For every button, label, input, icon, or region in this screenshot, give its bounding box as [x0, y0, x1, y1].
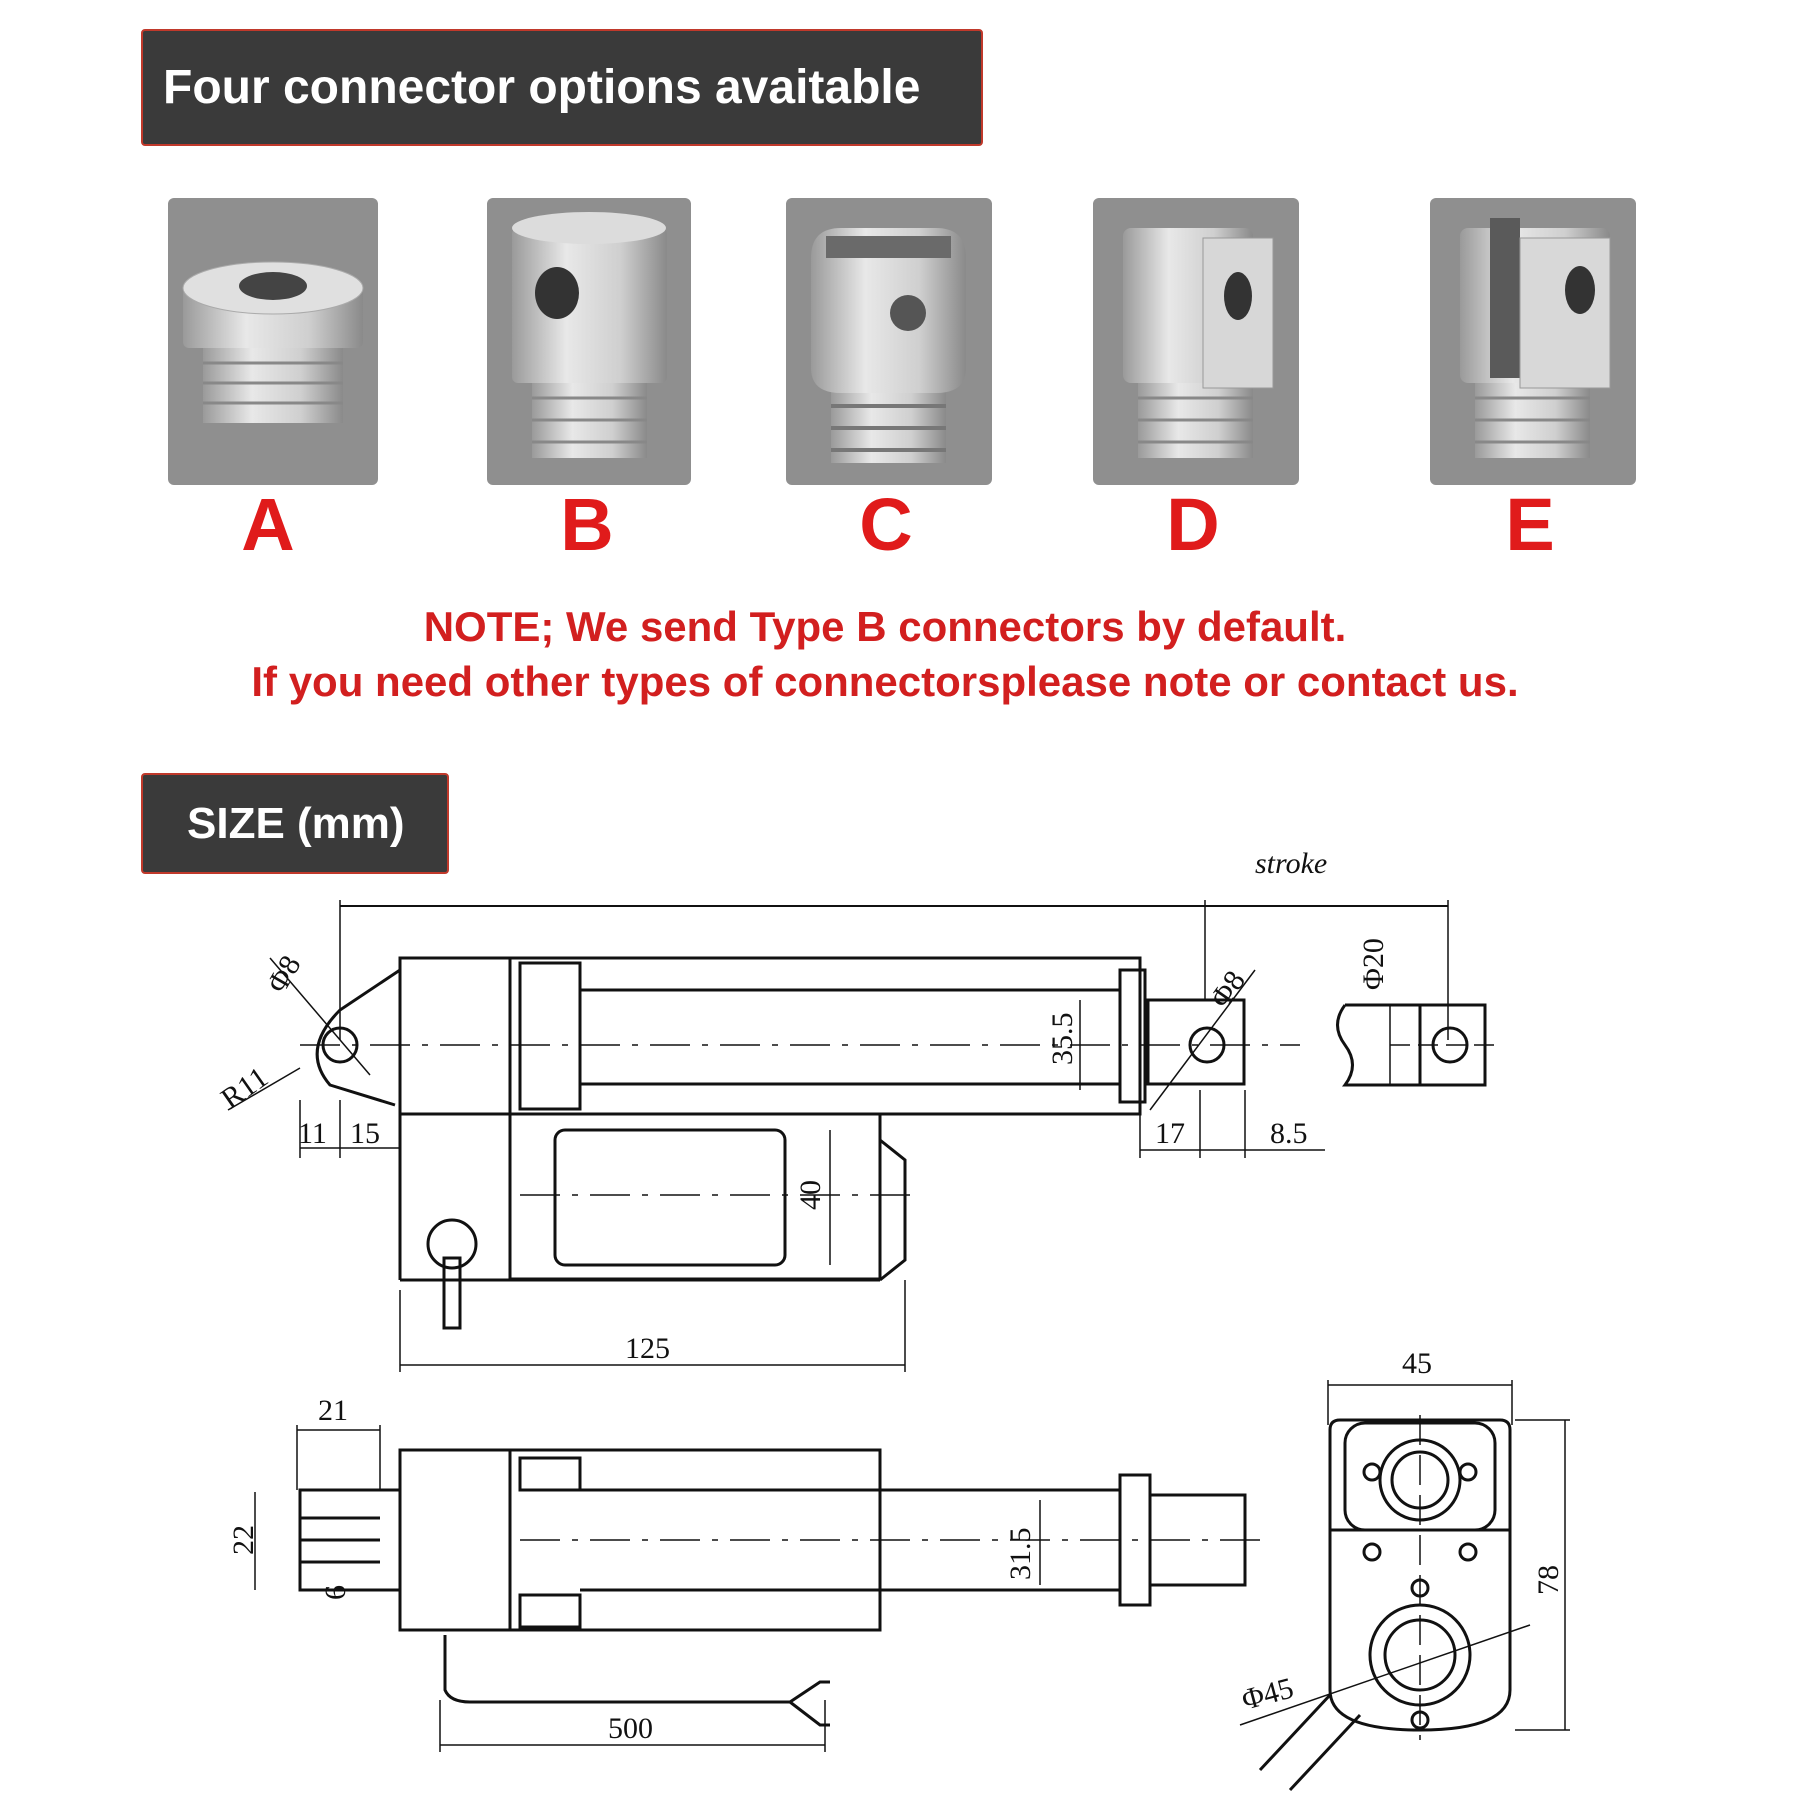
connector-label-c: C — [859, 483, 913, 566]
dim-40: 40 — [794, 1180, 827, 1210]
connector-label-e: E — [1505, 483, 1555, 566]
dim-21: 21 — [318, 1394, 348, 1427]
dimension-drawing: stroke Φ8 R11 11 15 35.5 — [215, 847, 1570, 1792]
connector-tile-a — [168, 198, 378, 485]
dim-500: 500 — [608, 1712, 653, 1745]
connector-label-b: B — [560, 483, 614, 566]
dim-11: 11 — [298, 1117, 327, 1150]
dim-125: 125 — [625, 1332, 670, 1365]
dim-35-5: 35.5 — [1046, 1013, 1079, 1066]
dim-22: 22 — [227, 1525, 260, 1555]
flat-tab-icon — [1123, 228, 1274, 458]
dim-phi45: Φ45 — [1238, 1671, 1297, 1716]
dim-phi8-left: Φ8 — [260, 950, 307, 998]
connector-options-heading: Four connector options avaitable — [141, 29, 983, 146]
clevis-fork-icon — [1460, 218, 1611, 458]
dim-17: 17 — [1155, 1117, 1185, 1150]
size-heading: SIZE (mm) — [141, 773, 449, 874]
connector-tile-d — [1093, 198, 1299, 485]
default-connector-note: NOTE; We send Type B connectors by defau… — [423, 603, 1347, 650]
connector-tile-e — [1430, 198, 1636, 485]
connector-tile-c — [786, 198, 992, 485]
dim-45: 45 — [1402, 1347, 1432, 1380]
dim-31-5: 31.5 — [1004, 1528, 1037, 1581]
size-heading-text: SIZE (mm) — [187, 798, 405, 848]
contact-note: If you need other types of connectorsple… — [251, 658, 1519, 705]
dim-r11: R11 — [215, 1061, 274, 1116]
dim-15: 15 — [350, 1117, 380, 1150]
cylinder-cross-hole-icon — [512, 212, 667, 458]
connector-options-heading-text: Four connector options avaitable — [163, 61, 921, 114]
slotted-cylinder-icon — [811, 228, 966, 463]
connector-label-a: A — [241, 483, 295, 566]
threaded-adapter-icon — [182, 261, 364, 423]
dim-6: 6 — [319, 1585, 352, 1600]
connector-label-d: D — [1166, 483, 1220, 566]
dim-78: 78 — [1532, 1565, 1565, 1595]
dim-8-5: 8.5 — [1270, 1117, 1308, 1150]
connector-tile-b — [487, 198, 691, 485]
dim-phi20: Φ20 — [1357, 938, 1390, 990]
stroke-label: stroke — [1255, 847, 1327, 880]
